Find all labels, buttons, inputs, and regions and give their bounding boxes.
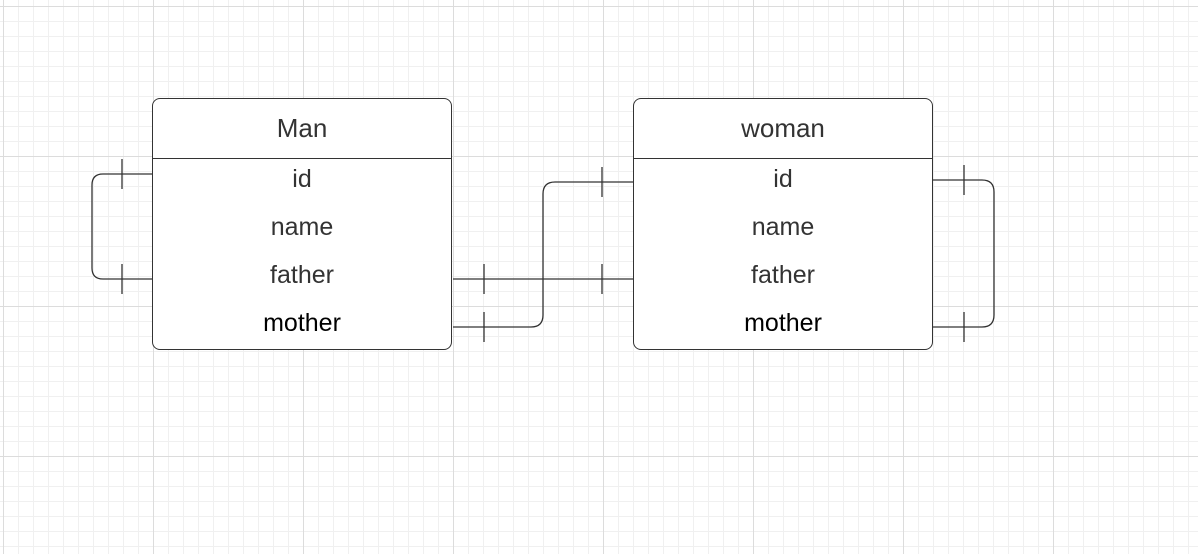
entity-woman-field-father[interactable]: father [751,260,815,289]
man-self-relation-line [91,173,152,280]
woman-self-relation-line [933,179,995,328]
entity-man[interactable]: Man id name father mother [152,98,452,350]
entity-woman[interactable]: woman id name father mother [633,98,933,350]
entity-woman-title[interactable]: woman [634,99,932,159]
man-mother-to-woman-id-line [453,181,633,328]
entity-man-title[interactable]: Man [153,99,451,159]
entity-woman-field-id[interactable]: id [773,164,793,193]
entity-man-fields: id name father mother [153,155,451,347]
entity-woman-field-name[interactable]: name [751,212,815,241]
entity-woman-fields: id name father mother [634,155,932,347]
entity-man-field-father[interactable]: father [270,260,334,289]
entity-man-field-name[interactable]: name [270,212,334,241]
entity-man-field-mother[interactable]: mother [263,308,341,337]
entity-woman-field-mother[interactable]: mother [744,308,822,337]
entity-man-field-id[interactable]: id [292,164,312,193]
